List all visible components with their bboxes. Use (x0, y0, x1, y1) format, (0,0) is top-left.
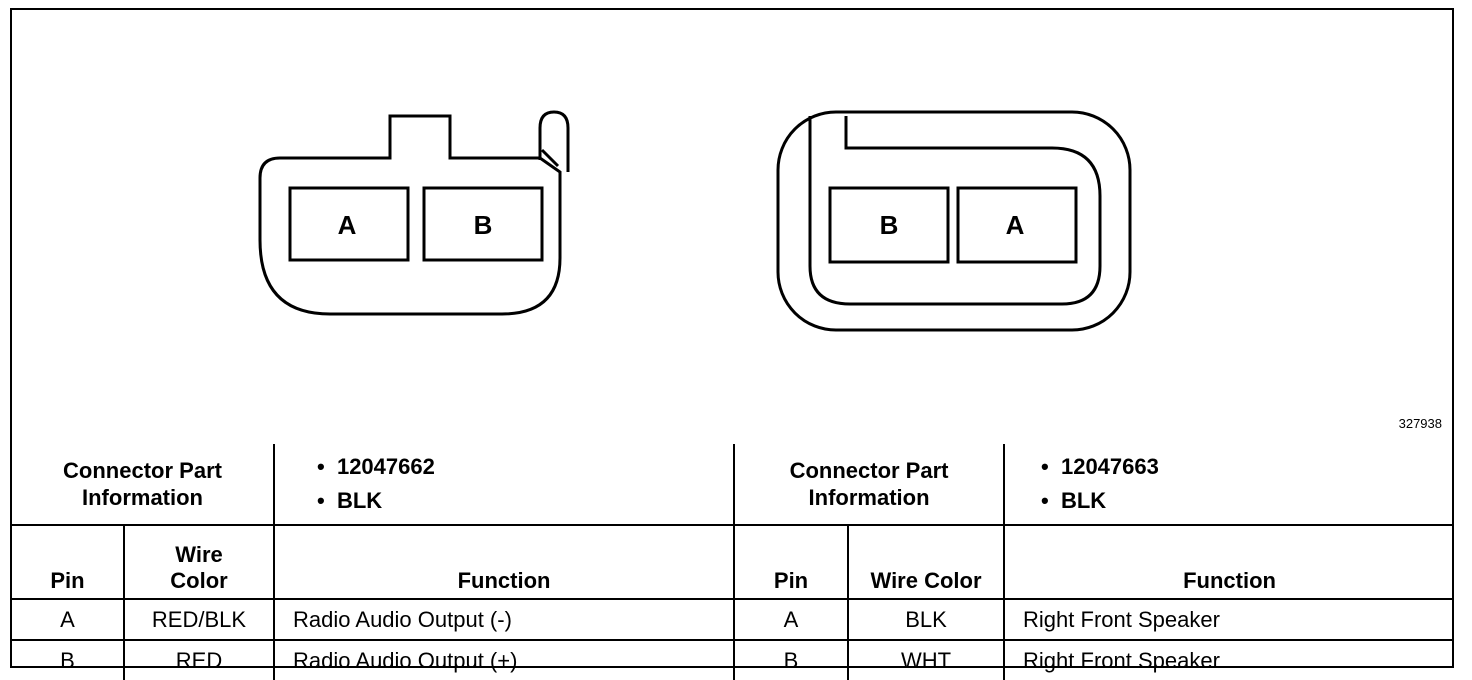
right-pin-header: Pin (733, 524, 850, 600)
left-wire-color-cell: RED (122, 639, 276, 680)
right-pin-cell: B (733, 639, 850, 680)
left-function-cell: Radio Audio Output (+) (273, 639, 736, 680)
connector-left-housing (258, 114, 562, 316)
figure-number: 327938 (1398, 416, 1442, 431)
right-wire-color-cell: BLK (847, 598, 1006, 641)
left-wire-color-cell: RED/BLK (122, 598, 276, 641)
connector-figure: A B B A 327938 (12, 10, 1452, 442)
pinout-table: Connector Part Information • 12047662 • … (12, 444, 1455, 680)
right-function-cell: Right Front Speaker (1003, 639, 1455, 680)
diagram-frame: A B B A 327938 Connector Part Informatio… (10, 8, 1455, 680)
left-wire-color-header: Wire Color (122, 524, 276, 600)
connector-left-latch (538, 110, 570, 172)
cavity-right-1 (828, 186, 950, 264)
connector-info-row: Connector Part Information • 12047662 • … (12, 444, 1455, 526)
right-part-info: • 12047663 • BLK (1003, 444, 1455, 526)
left-part-number: • 12047662 (317, 454, 435, 479)
right-part-number: • 12047663 (1041, 454, 1159, 479)
left-info-label: Connector Part Information (12, 444, 276, 526)
left-pin-cell: B (12, 639, 125, 680)
right-wire-color-header: Wire Color (847, 524, 1006, 600)
left-pin-cell: A (12, 598, 125, 641)
left-part-color: • BLK (317, 488, 383, 513)
right-pin-cell: A (733, 598, 850, 641)
cavity-right-1-label: B (880, 210, 899, 240)
right-wire-color-cell: WHT (847, 639, 1006, 680)
cavity-right-2 (956, 186, 1078, 264)
cavity-left-2 (422, 186, 544, 262)
connector-left (258, 110, 570, 316)
left-function-header: Function (273, 524, 736, 600)
cavity-left-1 (288, 186, 410, 262)
right-part-color: • BLK (1041, 488, 1107, 513)
right-function-cell: Right Front Speaker (1003, 598, 1455, 641)
cavity-left-2-label: B (474, 210, 493, 240)
left-part-info: • 12047662 • BLK (273, 444, 736, 526)
table-row: A RED/BLK Radio Audio Output (-) A BLK R… (12, 598, 1455, 641)
header-row: Pin Wire Color Function Pin Wire Color F… (12, 524, 1455, 600)
right-info-label: Connector Part Information (733, 444, 1006, 526)
cavity-right-2-label: A (1006, 210, 1025, 240)
connector-right (776, 110, 1132, 332)
connector-right-inner-wall (808, 116, 1102, 306)
connector-right-housing (776, 110, 1132, 332)
table-row: B RED Radio Audio Output (+) B WHT Right… (12, 639, 1455, 680)
left-function-cell: Radio Audio Output (-) (273, 598, 736, 641)
cavity-left-1-label: A (338, 210, 357, 240)
left-pin-header: Pin (12, 524, 125, 600)
right-function-header: Function (1003, 524, 1455, 600)
